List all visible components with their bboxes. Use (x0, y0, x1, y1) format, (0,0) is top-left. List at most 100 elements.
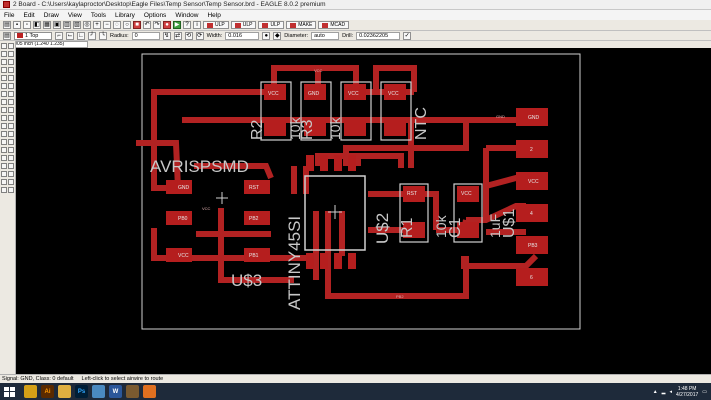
script-icon[interactable]: ▥ (63, 21, 71, 29)
mark-tool-icon[interactable] (8, 51, 14, 57)
info-icon[interactable]: i (193, 21, 201, 29)
via-shape-icon-2[interactable]: ◆ (273, 31, 282, 40)
avr-pad-pb2[interactable] (244, 211, 270, 225)
circle-tool-icon[interactable] (1, 139, 7, 145)
r2-pad-2[interactable] (264, 120, 286, 136)
c1-pad-1[interactable] (457, 186, 479, 202)
autorouter-icon-1[interactable]: ↯ (162, 31, 171, 40)
mirror-tool-icon[interactable] (1, 67, 7, 73)
menu-view[interactable]: View (67, 11, 82, 19)
layer-select[interactable]: 1 Top (14, 31, 52, 40)
notifications-icon[interactable]: ▭ (702, 388, 707, 395)
polygon-tool-icon[interactable] (8, 147, 14, 153)
photoshop-icon[interactable]: Ps (75, 385, 88, 398)
app2-icon[interactable] (126, 385, 139, 398)
width-field[interactable]: 0.016 (225, 31, 260, 40)
bend-style-icon-4[interactable]: ╯ (88, 31, 96, 40)
move-tool-icon[interactable] (1, 59, 7, 65)
drc-icon[interactable]: ✓ (403, 31, 412, 40)
print-icon[interactable]: ▫ (23, 21, 31, 29)
copy-tool-icon[interactable] (8, 59, 14, 65)
avr-pad-vcc[interactable] (166, 248, 192, 262)
save-icon[interactable]: ▪ (13, 21, 21, 29)
attiny-pin-5[interactable] (348, 155, 356, 171)
menu-library[interactable]: Library (115, 11, 135, 19)
hole-tool-icon[interactable] (1, 163, 7, 169)
board-canvas[interactable]: GND PB0 VCC RST PB2 PB1 (16, 48, 711, 374)
change-tool-icon[interactable] (8, 75, 14, 81)
ftdi-pad-2[interactable] (516, 140, 548, 158)
display-tool-icon[interactable] (1, 51, 7, 57)
zoom-last-icon[interactable]: ○ (123, 21, 131, 29)
autorouter-icon-4[interactable]: ⟳ (195, 31, 204, 40)
attiny-pin-6[interactable] (334, 155, 342, 171)
cancel-icon[interactable]: ● (163, 21, 171, 29)
ntc-pad-2[interactable] (384, 120, 406, 136)
ulp-button-2[interactable]: ULP (230, 21, 257, 29)
dimension-tool-icon[interactable] (1, 171, 7, 177)
app-icon[interactable] (92, 385, 105, 398)
ntc-pad-1[interactable] (384, 84, 406, 100)
help-icon[interactable]: ? (183, 21, 191, 29)
delete-tool-icon[interactable] (8, 83, 14, 89)
ftdi-pad-6[interactable] (516, 268, 548, 286)
value-tool-icon[interactable] (8, 99, 14, 105)
ftdi-pad-4[interactable] (516, 204, 548, 222)
bend-style-icon-1[interactable]: ⌐ (55, 31, 63, 40)
schematic-icon[interactable]: ▦ (43, 21, 51, 29)
smash-tool-icon[interactable] (1, 107, 7, 113)
illustrator-icon[interactable]: Ai (41, 385, 54, 398)
ulp-button-1[interactable]: ULP (203, 21, 229, 29)
undo-icon[interactable]: ↶ (143, 21, 151, 29)
attiny-pin-1[interactable] (306, 253, 314, 269)
errors-tool-icon[interactable] (8, 187, 14, 193)
ratsnest-tool-icon[interactable] (8, 171, 14, 177)
menu-tools[interactable]: Tools (90, 11, 107, 19)
make-button[interactable]: MAKE (286, 21, 317, 29)
paste-tool-icon[interactable] (1, 83, 7, 89)
ftdi-pad-gnd[interactable] (516, 108, 548, 126)
tray-up-arrow-icon[interactable]: ▲ (652, 388, 658, 395)
split-tool-icon[interactable] (1, 115, 7, 121)
attiny-pin-4[interactable] (348, 253, 356, 269)
bend-style-icon-2[interactable]: ⌙ (66, 31, 74, 40)
menu-help[interactable]: Help (207, 11, 221, 19)
mcad-button[interactable]: MCAD (318, 21, 350, 29)
info-tool-icon[interactable] (1, 43, 7, 49)
autorouter-icon-2[interactable]: ⇄ (173, 31, 182, 40)
via-tool-icon[interactable] (1, 155, 7, 161)
rect-tool-icon[interactable] (1, 147, 7, 153)
cam-icon[interactable]: ◧ (33, 21, 41, 29)
board-icon[interactable]: ▣ (53, 21, 61, 29)
layer-visibility-icon[interactable]: ▤ (3, 31, 11, 40)
attiny-pin-8[interactable] (306, 155, 314, 171)
avr-pad-rst[interactable] (244, 180, 270, 194)
menu-edit[interactable]: Edit (23, 11, 35, 19)
radius-field[interactable]: 0 (131, 31, 160, 40)
attribute-tool-icon[interactable] (8, 163, 14, 169)
avr-pad-pb1[interactable] (244, 248, 270, 262)
attiny-pin-3[interactable] (334, 253, 342, 269)
clock[interactable]: 1:48 PM 4/27/2017 (676, 386, 698, 398)
c1-pad-2[interactable] (457, 222, 479, 238)
ftdi-pad-vcc[interactable] (516, 172, 548, 190)
ftdi-pad-pb3[interactable] (516, 236, 548, 254)
r1-pad-1[interactable] (403, 186, 425, 202)
zoom-out-icon[interactable]: − (103, 21, 111, 29)
pcb-layout[interactable]: GND PB0 VCC RST PB2 PB1 (16, 48, 711, 374)
avr-pad-pb0[interactable] (166, 211, 192, 225)
miter-tool-icon[interactable] (8, 107, 14, 113)
menu-file[interactable]: File (4, 11, 15, 19)
windows-start-icon[interactable] (2, 386, 16, 398)
menu-window[interactable]: Window (175, 11, 199, 19)
volume-icon[interactable]: ◂ (669, 388, 673, 395)
attiny-pin-2[interactable] (320, 253, 328, 269)
name-tool-icon[interactable] (1, 99, 7, 105)
arc-tool-icon[interactable] (8, 139, 14, 145)
r3-pad-2[interactable] (304, 120, 326, 136)
chrome-icon[interactable] (24, 385, 37, 398)
r3-pad-1[interactable] (304, 84, 326, 100)
erc-tool-icon[interactable] (8, 179, 14, 185)
group-tool-icon[interactable] (1, 75, 7, 81)
word-icon[interactable]: W (109, 385, 122, 398)
